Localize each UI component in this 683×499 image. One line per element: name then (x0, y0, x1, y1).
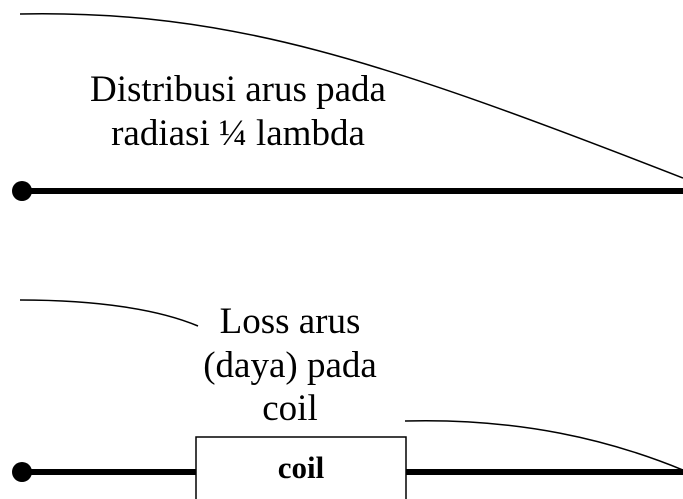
feed-point-top (12, 181, 32, 201)
top-label-line2: radiasi ¼ lambda (111, 112, 365, 154)
current-curve-bottom-right (404, 419, 683, 471)
top-label-line1: Distribusi arus pada (90, 69, 386, 110)
coil-box (195, 436, 407, 499)
bottom-label-line2: (daya) pada (203, 344, 377, 386)
top-diagram-label: Distribusi arus pada radiasi ¼ lambda (58, 68, 418, 155)
coil-label: coil (277, 450, 325, 485)
current-distribution-curve-top (19, 13, 683, 179)
current-curve-bottom-left (19, 299, 199, 327)
bottom-diagram-label: Loss arus (daya) pada coil (180, 300, 400, 431)
bottom-label-line1: Loss arus (219, 301, 361, 342)
bottom-label-line3: coil (262, 388, 318, 430)
feed-point-bottom (12, 462, 32, 482)
